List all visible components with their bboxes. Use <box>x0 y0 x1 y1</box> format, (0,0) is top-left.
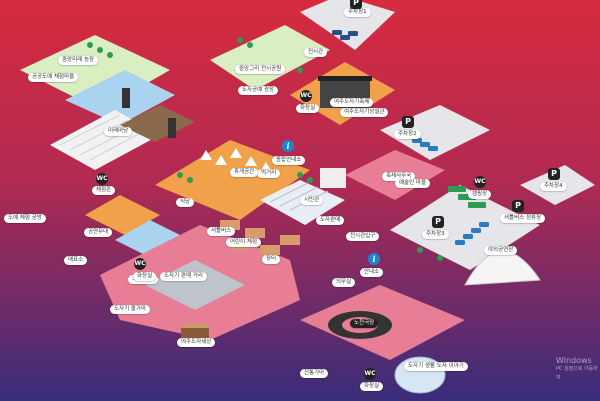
restroom-pin-4[interactable]: WC <box>364 368 376 380</box>
parking-pin-2[interactable]: P <box>402 116 414 128</box>
cars-top <box>332 30 358 40</box>
label-restaurant[interactable]: 식당 <box>176 198 195 207</box>
parking-pin-4[interactable]: P <box>548 168 560 180</box>
trees <box>87 37 443 261</box>
info-pin-1[interactable]: i <box>282 140 294 152</box>
label-yeoju-museum[interactable]: 여주도자세상 <box>177 338 216 347</box>
label-mirae-stage[interactable]: 미래마당 <box>104 127 133 136</box>
label-craft-exhibition[interactable]: 중앙그리 전시공원 <box>235 65 286 74</box>
stage-tower-2 <box>168 118 176 138</box>
label-restroom-1[interactable]: 화장실 <box>296 104 320 113</box>
label-greenhouse[interactable]: 시민관 <box>300 196 324 205</box>
pond-left <box>115 220 180 255</box>
label-main-stage[interactable]: 노천극장 <box>350 319 379 328</box>
label-food-court[interactable]: 먹거리 <box>257 169 281 178</box>
water-pond <box>65 70 175 125</box>
label-heritage[interactable]: 전통가마 <box>300 369 329 378</box>
parking-pin-3[interactable]: P <box>432 216 444 228</box>
label-jungmirae-map[interactable]: 중앙미래 농장 <box>58 56 99 65</box>
label-info-booth[interactable]: 안내소 <box>360 268 384 277</box>
museum-roof <box>318 76 372 81</box>
label-parking-2[interactable]: 주차장2 <box>394 130 421 139</box>
label-parking-3[interactable]: 주차장3 <box>422 230 449 239</box>
watermark-title: Windows <box>556 356 592 365</box>
cars-right-lower <box>455 222 489 245</box>
label-firing-hall[interactable]: 도자기 불가마 <box>110 305 151 314</box>
label-ceramic-story[interactable]: 도자기 생활 도자 이야기 <box>404 362 468 371</box>
label-exhibit-main[interactable]: 여주도자기상설관 <box>340 108 389 117</box>
label-exhibition-gate[interactable]: 전시관입구 <box>346 232 380 241</box>
cars-right-upper <box>412 138 438 151</box>
label-restroom-2[interactable]: 화장실 <box>360 382 384 391</box>
label-bus-stop[interactable]: 셔틀버스 정류장 <box>500 214 546 223</box>
restroom-pin-1[interactable]: WC <box>300 90 312 102</box>
windows-watermark: Windows PC 설정으로 이동하여 <box>556 356 600 383</box>
label-restroom-3[interactable]: 화장실 <box>133 272 157 281</box>
white-building <box>320 168 346 188</box>
greenhouse-rows <box>59 114 147 161</box>
label-performance[interactable]: 공연무대 <box>84 228 113 237</box>
info-pin-2[interactable]: i <box>368 253 380 265</box>
label-sales-zone[interactable]: 도자판매 <box>316 216 345 225</box>
restroom-pin-2[interactable]: WC <box>96 173 108 185</box>
label-workshop-left[interactable]: 도예 체험 공방 <box>4 214 46 223</box>
label-ceramic-street[interactable]: 도자기 판매 거리 <box>160 272 207 281</box>
parking-lot-top <box>300 0 395 50</box>
label-art-village[interactable]: 예술인 마을 <box>395 179 431 188</box>
label-camp[interactable]: 캠핑장 <box>468 190 492 199</box>
label-parking-4[interactable]: 주차장4 <box>540 182 567 191</box>
parking-pin-1[interactable]: P <box>350 0 362 9</box>
label-shuttle[interactable]: 셔틀버스 <box>207 227 236 236</box>
restroom-pin-5[interactable]: WC <box>474 176 486 188</box>
label-info-center[interactable]: 종합안내소 <box>272 156 306 165</box>
label-pottery-plaza[interactable]: 도자공예 광장 <box>238 86 279 95</box>
label-ticket[interactable]: 매표소 <box>64 256 88 265</box>
orange-plaza-center <box>155 140 310 220</box>
label-dome[interactable]: 야외공연장 <box>484 246 518 255</box>
restroom-pin-3[interactable]: WC <box>134 258 146 270</box>
label-experience-zone[interactable]: 체험존 <box>92 186 116 195</box>
stage-tower-1 <box>122 88 130 108</box>
watermark-subtitle: PC 설정으로 이동하여 <box>556 366 598 381</box>
label-forest-hall[interactable]: 전시관 <box>304 48 328 57</box>
label-pottery-experience[interactable]: 공공도예 체험마을 <box>28 73 79 82</box>
stage-deck <box>120 105 195 142</box>
label-market[interactable]: 장터 <box>262 255 281 264</box>
label-kids-zone[interactable]: 어린이 체험 <box>226 238 262 247</box>
label-rest-area[interactable]: 휴게공간 <box>230 168 259 177</box>
label-medical[interactable]: 의무실 <box>332 278 356 287</box>
label-parking-1[interactable]: 주차장1 <box>344 8 371 17</box>
label-festival-office[interactable]: 축제사무국 <box>382 172 416 181</box>
parking-pin-5[interactable]: P <box>512 200 524 212</box>
label-hall-yeoju[interactable]: 여주도자기축제 <box>330 98 374 107</box>
